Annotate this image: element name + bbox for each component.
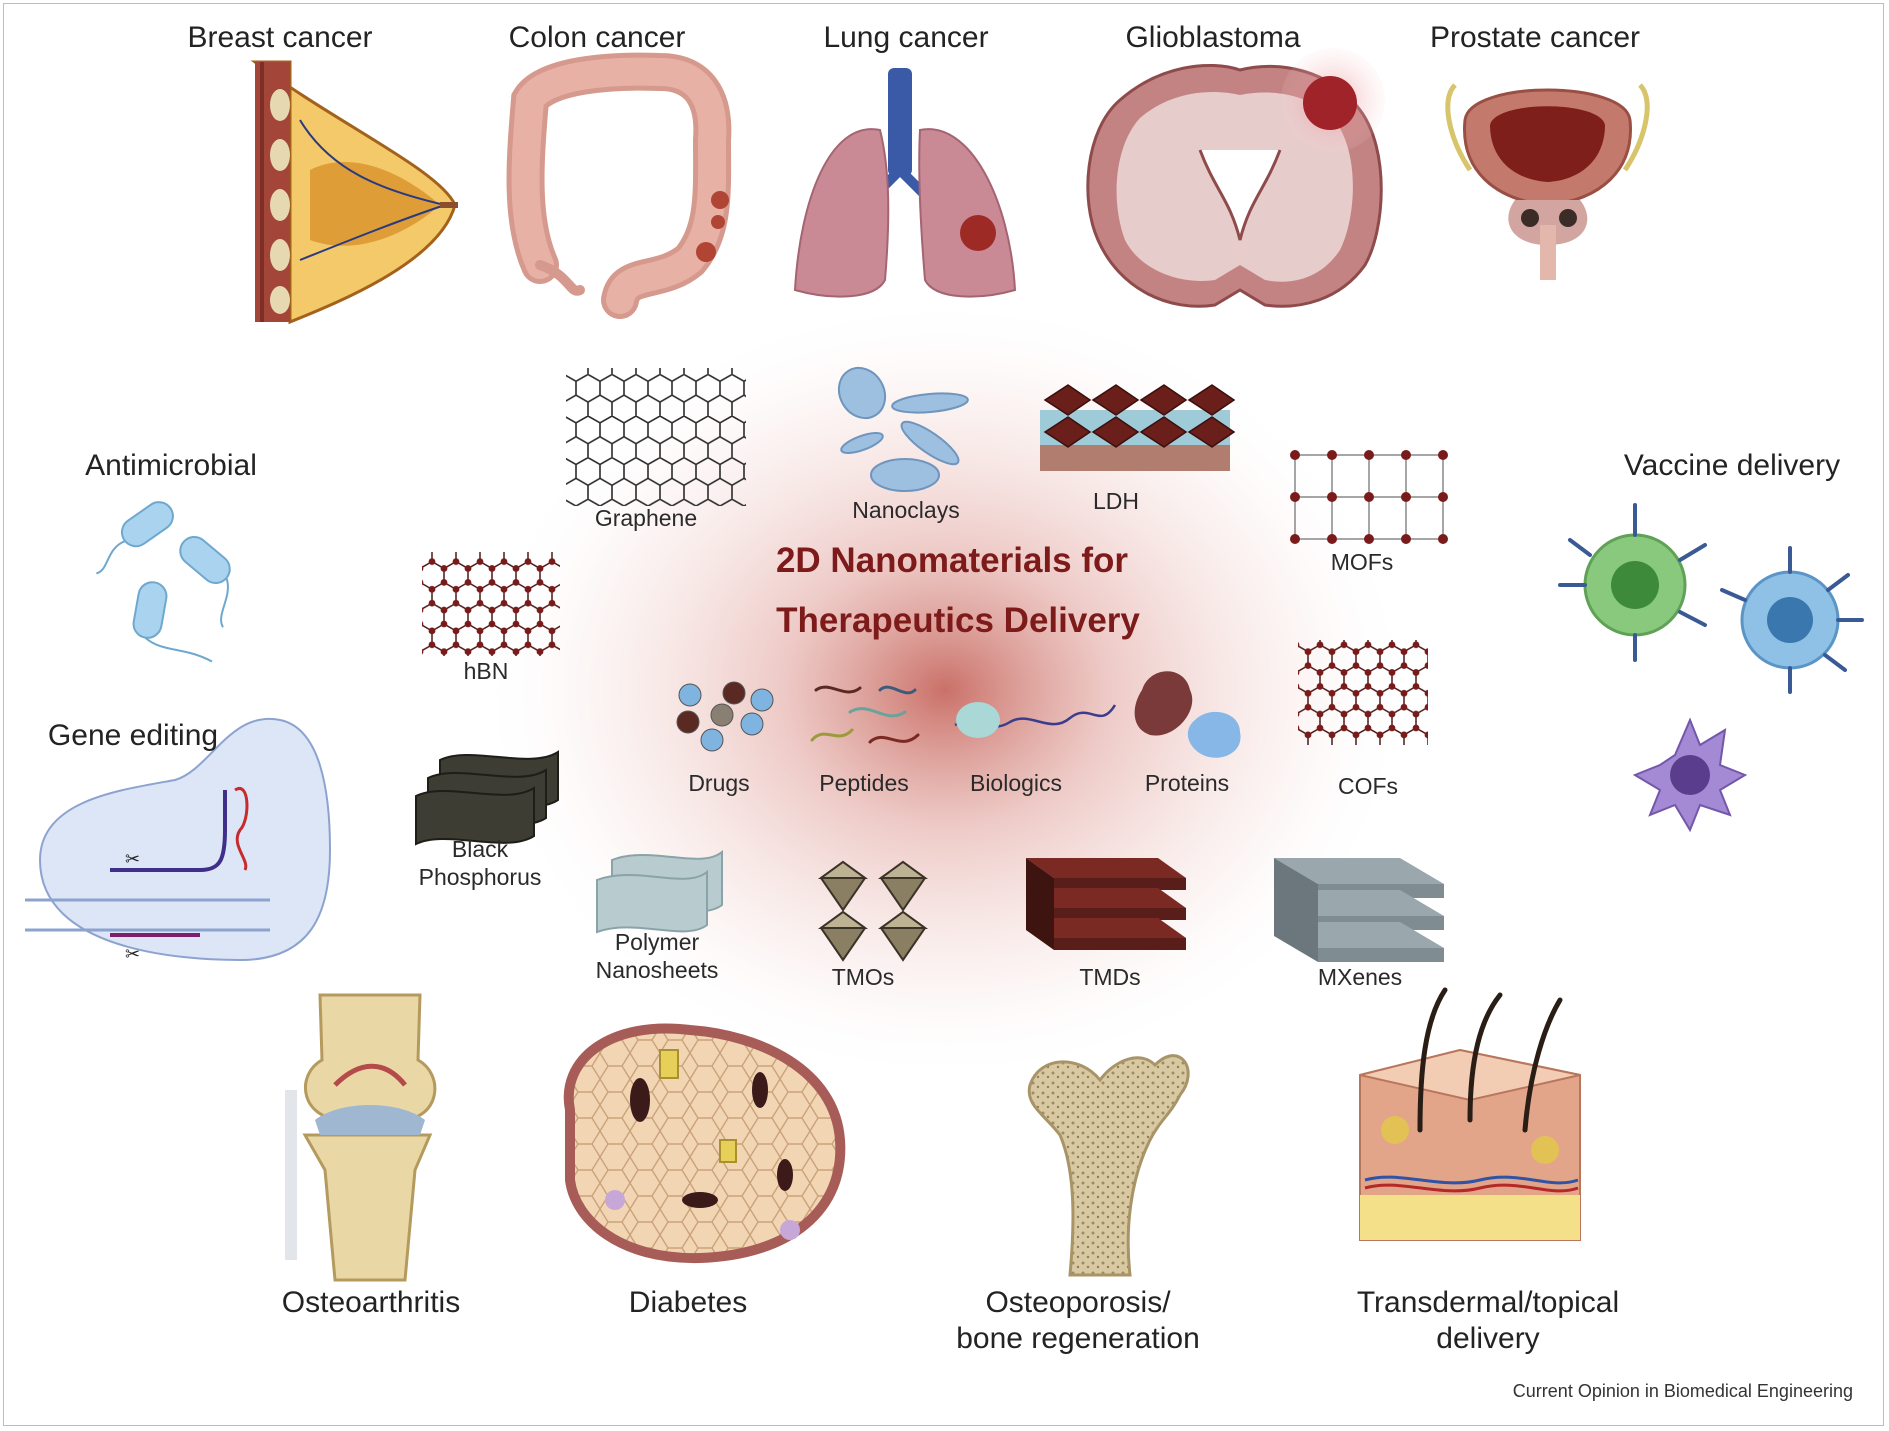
label-nanoclays: Nanoclays bbox=[852, 497, 960, 523]
drugs-illustration bbox=[676, 681, 774, 752]
label-vaccine-delivery: Vaccine delivery bbox=[1623, 449, 1841, 482]
mxenes-illustration bbox=[1274, 858, 1444, 962]
label-black-phosphorus-line1: Black bbox=[451, 836, 509, 862]
label-drugs: Drugs bbox=[688, 770, 750, 796]
proteins-illustration bbox=[1134, 671, 1241, 758]
label-glioblastoma: Glioblastoma bbox=[1125, 21, 1301, 54]
gene-editing-illustration: ✂ ✂ bbox=[25, 717, 332, 964]
lung-cancer-illustration bbox=[793, 68, 1017, 298]
mofs-illustration bbox=[1290, 450, 1448, 544]
skin-illustration bbox=[1359, 987, 1581, 1241]
journal-credit: Current Opinion in Biomedical Engineerin… bbox=[1512, 1381, 1853, 1401]
glioblastoma-illustration bbox=[1086, 48, 1385, 308]
label-osteoporosis: Osteoporosis/ bone regeneration bbox=[956, 1285, 1200, 1357]
black-phosphorus-illustration bbox=[415, 750, 559, 846]
label-polymer-nanosheets: Polymer Nanosheets bbox=[596, 929, 719, 984]
label-transdermal: Transdermal/topical delivery bbox=[1357, 1285, 1619, 1357]
biologics-illustration bbox=[954, 702, 1117, 738]
label-black-phosphorus-line2: Phosphorus bbox=[418, 863, 542, 890]
peptides-illustration bbox=[810, 685, 920, 744]
label-diabetes: Diabetes bbox=[628, 1286, 748, 1319]
label-graphene: Graphene bbox=[594, 505, 698, 531]
label-cofs: COFs bbox=[1337, 773, 1399, 799]
breast-cancer-illustration bbox=[250, 60, 458, 325]
label-colon-cancer: Colon cancer bbox=[508, 21, 686, 54]
label-prostate-cancer: Prostate cancer bbox=[1429, 21, 1641, 54]
label-antimicrobial: Antimicrobial bbox=[85, 449, 257, 482]
polymer-nanosheets-illustration bbox=[596, 849, 723, 934]
vaccine-cells-illustration bbox=[1558, 503, 1864, 833]
prostate-cancer-illustration bbox=[1445, 83, 1650, 280]
label-osteoporosis-line1: Osteoporosis/ bbox=[985, 1286, 1171, 1319]
label-black-phosphorus: Black Phosphorus bbox=[419, 836, 542, 891]
label-breast-cancer: Breast cancer bbox=[187, 21, 373, 54]
label-lung-cancer: Lung cancer bbox=[823, 21, 989, 54]
label-tmds: TMDs bbox=[1079, 964, 1141, 990]
figure-border bbox=[3, 3, 1884, 1426]
label-polymer-line2: Nanosheets bbox=[595, 956, 719, 983]
label-osteoarthritis: Osteoarthritis bbox=[281, 1286, 461, 1319]
svg-text:✂: ✂ bbox=[125, 849, 140, 869]
femur-illustration bbox=[1027, 1054, 1190, 1277]
cofs-illustration bbox=[1298, 640, 1428, 745]
nanoclays-illustration bbox=[837, 366, 969, 492]
label-transdermal-line1: Transdermal/topical bbox=[1356, 1286, 1620, 1319]
hbn-illustration bbox=[422, 552, 560, 656]
label-ldh: LDH bbox=[1092, 488, 1140, 514]
ldh-illustration bbox=[1040, 384, 1236, 471]
tmos-illustration bbox=[817, 860, 929, 962]
label-polymer-line1: Polymer bbox=[614, 929, 700, 955]
label-biologics: Biologics bbox=[969, 770, 1063, 796]
label-peptides: Peptides bbox=[819, 770, 909, 796]
label-proteins: Proteins bbox=[1144, 770, 1230, 796]
diabetes-islet-illustration bbox=[563, 1023, 846, 1264]
label-gene-editing: Gene editing bbox=[47, 719, 219, 752]
label-hbn: hBN bbox=[463, 658, 509, 684]
graphene-illustration bbox=[566, 368, 746, 506]
label-mxenes: MXenes bbox=[1317, 964, 1403, 990]
label-osteoporosis-line2: bone regeneration bbox=[956, 1322, 1200, 1355]
label-mofs: MOFs bbox=[1330, 549, 1394, 575]
label-transdermal-line2: delivery bbox=[1436, 1322, 1540, 1355]
svg-text:✂: ✂ bbox=[125, 944, 140, 964]
label-tmos: TMOs bbox=[831, 964, 895, 990]
bacteria-illustration bbox=[96, 501, 231, 663]
tmds-illustration bbox=[1026, 858, 1186, 950]
center-title-line1: 2D Nanomaterials for bbox=[775, 541, 1129, 580]
osteoarthritis-illustration bbox=[285, 993, 437, 1282]
center-title-line2: Therapeutics Delivery bbox=[776, 601, 1140, 640]
colon-cancer-illustration bbox=[506, 52, 732, 319]
